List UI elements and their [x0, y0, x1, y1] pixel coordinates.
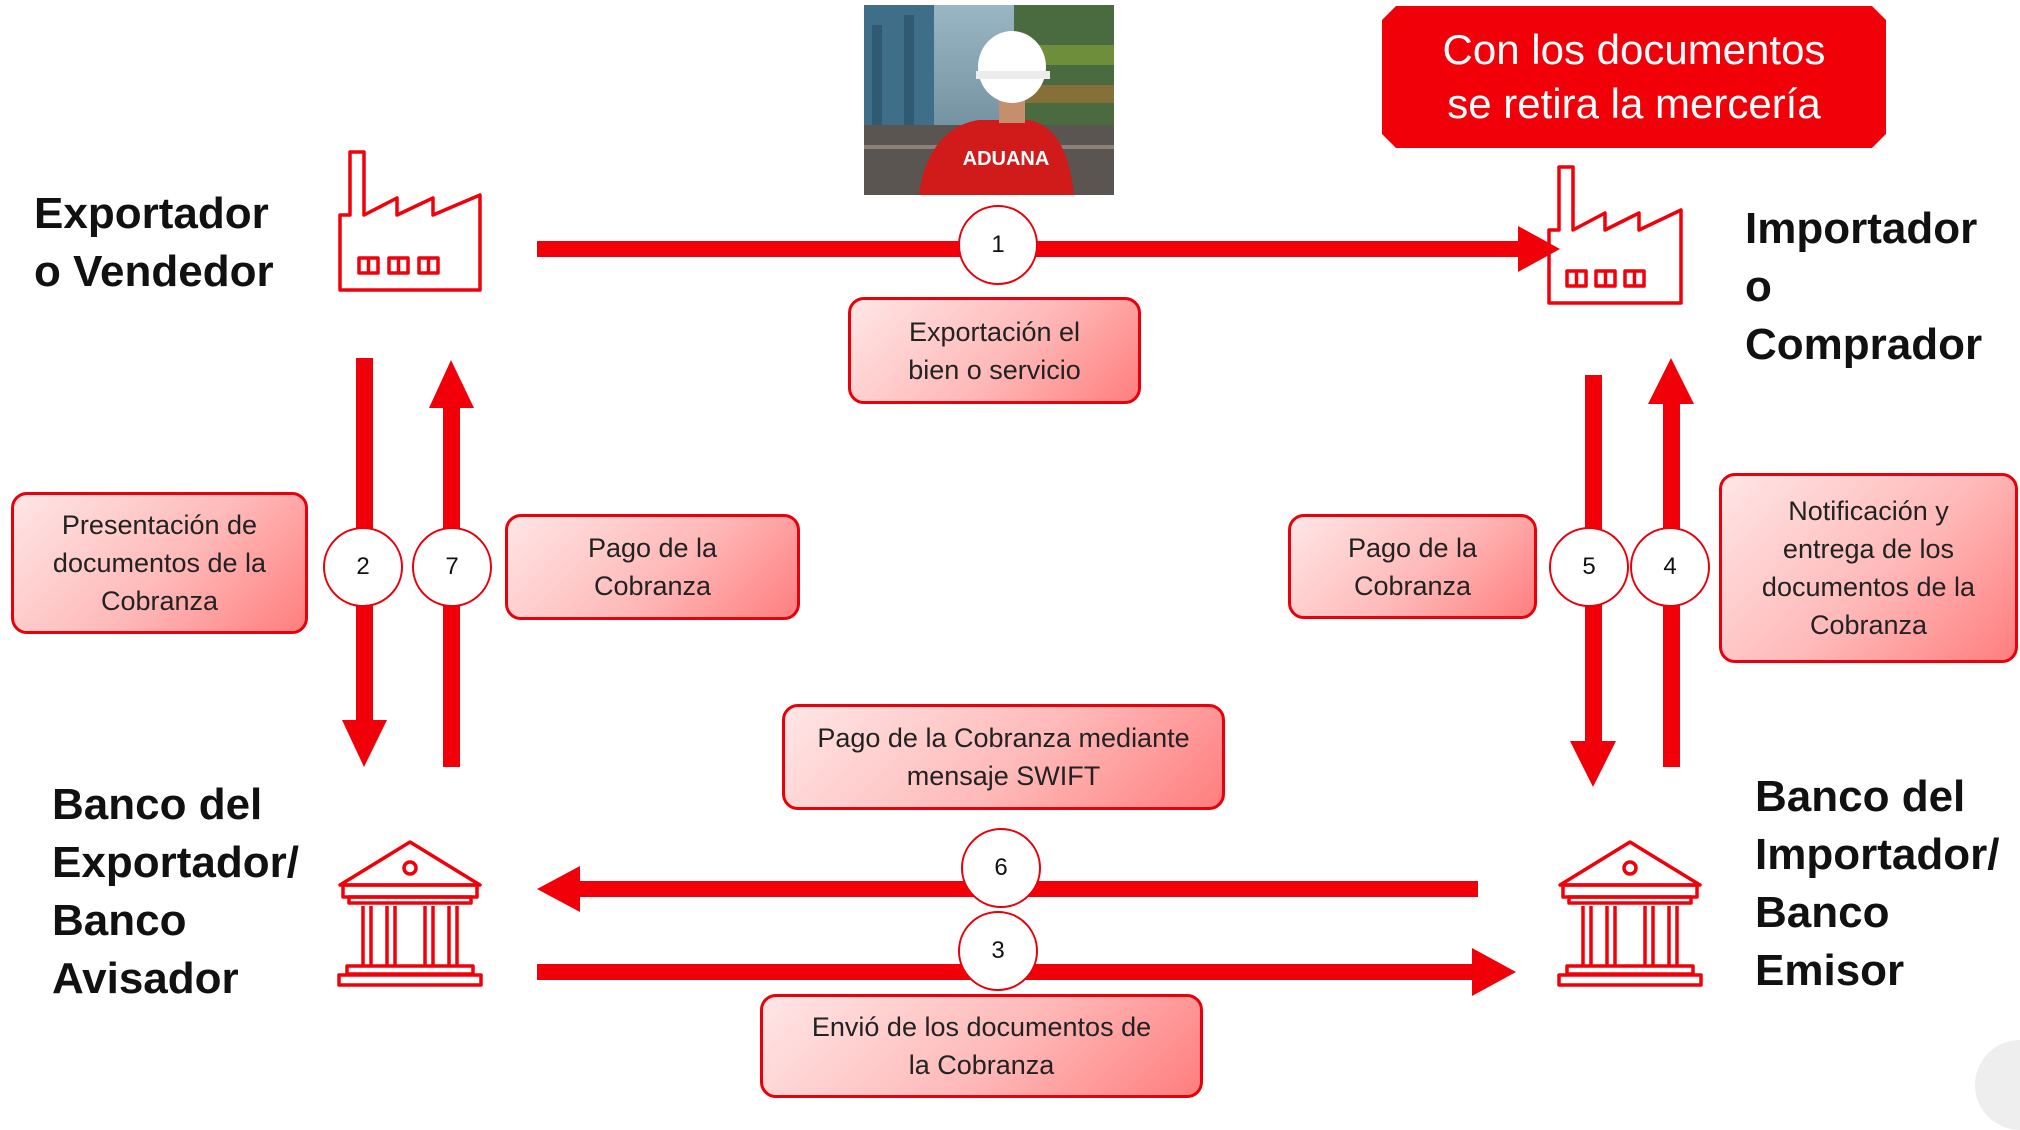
step-1-marker: 1 — [958, 205, 1038, 285]
step-7-label: Pago de la Cobranza — [505, 514, 800, 620]
banner: Con los documentos se retira la mercería — [1382, 6, 1886, 148]
importer-label: Importador o Comprador — [1745, 204, 1983, 369]
bank-icon — [337, 840, 483, 987]
bank-icon — [1557, 840, 1703, 987]
arrow-step-7-head — [429, 360, 474, 408]
factory-icon — [1547, 165, 1683, 305]
step-2-marker: 2 — [323, 527, 403, 607]
importer-bank-label: Banco del Importador/ Banco Emisor — [1755, 772, 2000, 995]
arrow-step-2-head — [342, 720, 387, 767]
arrow-step-3-head — [1472, 948, 1516, 996]
vest-text: ADUANA — [963, 148, 1050, 170]
factory-icon — [338, 150, 482, 292]
step-4-marker: 4 — [1630, 527, 1710, 607]
exporter-label: Exportador o Vendedor — [34, 189, 274, 296]
step-6-marker: 6 — [961, 828, 1041, 908]
step-3-marker: 3 — [958, 911, 1038, 991]
exporter-bank-label: Banco del Exportador/ Banco Avisador — [52, 780, 299, 1003]
step-5-label: Pago de la Cobranza — [1288, 514, 1537, 619]
arrow-step-6-head — [537, 866, 580, 912]
step-6-label: Pago de la Cobranza mediante mensaje SWI… — [782, 704, 1225, 810]
step-2-label: Presentación de documentos de la Cobranz… — [11, 492, 308, 634]
step-7-marker: 7 — [412, 527, 492, 607]
step-1-label: Exportación el bien o servicio — [848, 297, 1141, 404]
customs-officer-photo: ADUANA — [864, 5, 1114, 195]
step-5-marker: 5 — [1549, 527, 1629, 607]
arrow-step-1-head — [1518, 226, 1560, 272]
arrow-step-5-head — [1570, 741, 1616, 787]
arrow-step-4-head — [1648, 358, 1694, 404]
step-4-label: Notificación y entrega de los documentos… — [1719, 473, 2018, 663]
step-3-label: Envió de los documentos de la Cobranza — [760, 994, 1203, 1098]
